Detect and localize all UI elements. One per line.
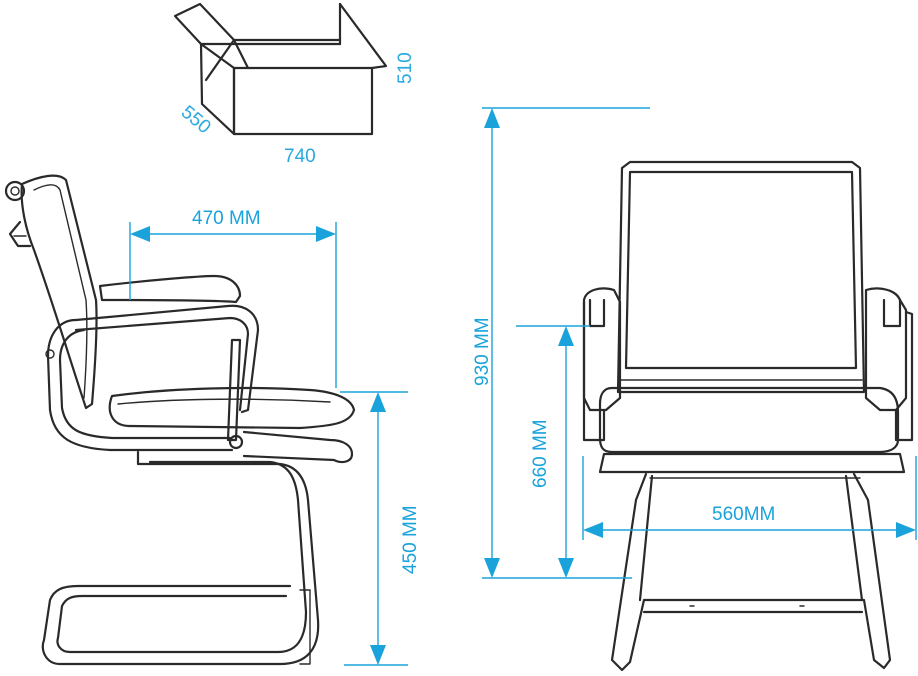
dimension-total-height: [482, 107, 650, 579]
width-label: 560MM: [712, 504, 775, 525]
dimension-width: [582, 456, 917, 540]
seat-depth-label: 470 MM: [192, 208, 261, 229]
dimension-seat-height: [340, 391, 408, 666]
side-view-chair: [4, 174, 356, 666]
dimension-seat-depth: [129, 222, 337, 388]
package-box: [173, 2, 388, 136]
total-height-label: 930 MM: [472, 317, 493, 386]
package-depth-label: 550: [177, 102, 215, 138]
package-height-label: 510: [395, 52, 416, 84]
package-length-label: 740: [284, 146, 316, 167]
seat-height-label: 450 MM: [400, 505, 421, 574]
dimension-armrest-height: [516, 325, 590, 578]
front-view-chair: [582, 160, 914, 672]
armrest-height-label: 660 MM: [530, 419, 551, 488]
